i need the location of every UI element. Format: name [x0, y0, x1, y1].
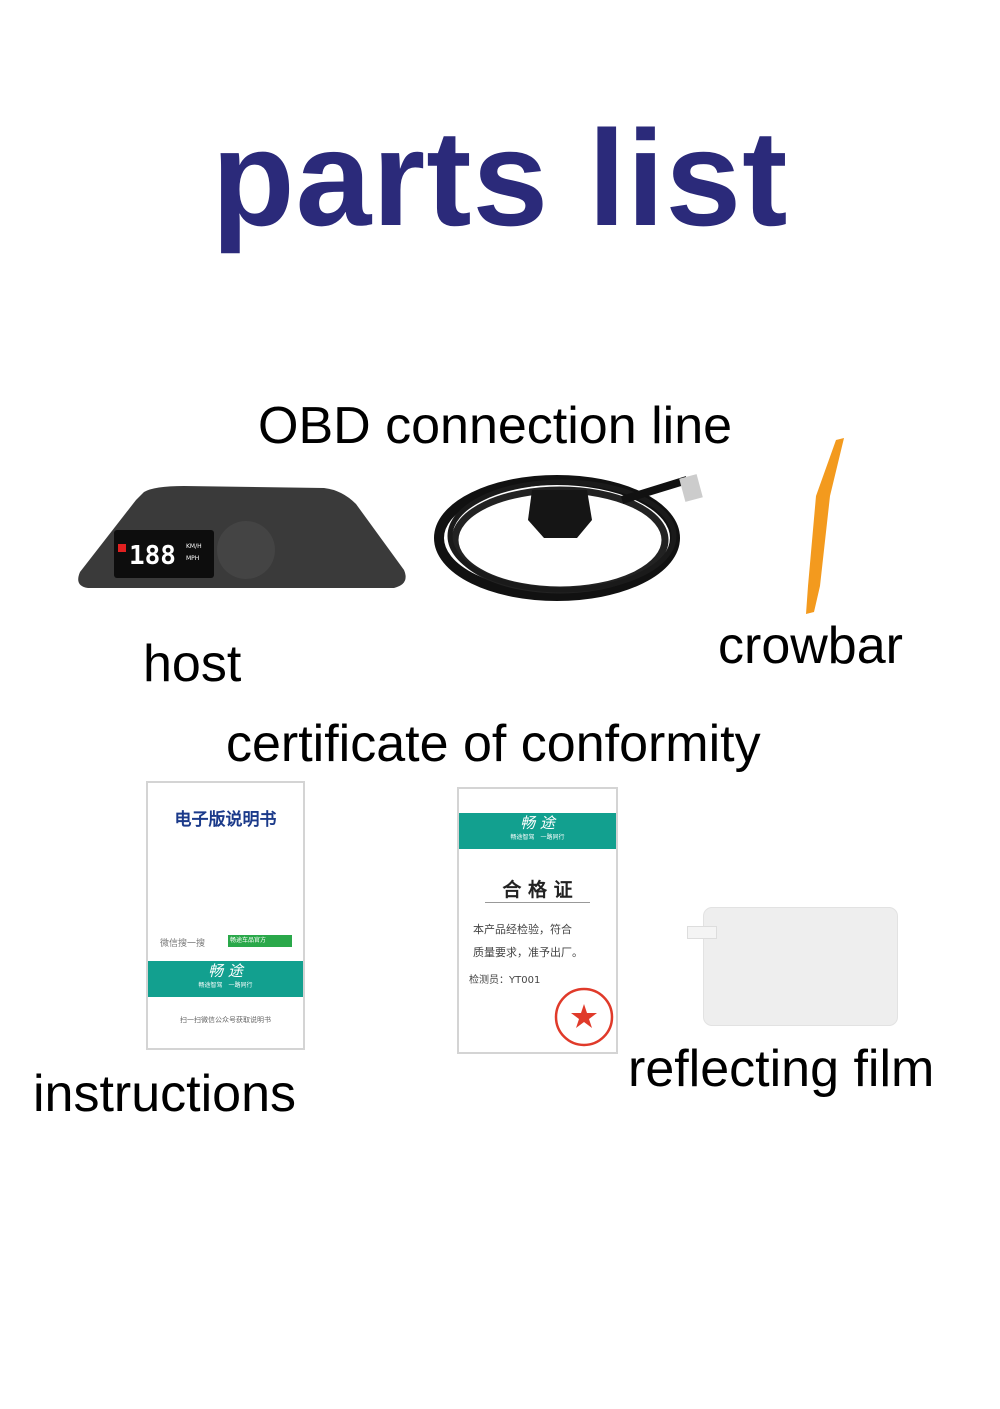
instructions-heading: 电子版说明书 [174, 810, 277, 830]
brand-slogan: 畅途智驾 一路同行 [198, 982, 253, 989]
reflecting-film-image [703, 907, 898, 1026]
crowbar-image [806, 438, 844, 614]
hud-unit-mph: MPH [186, 555, 199, 562]
brand-logo: 畅 途 [520, 814, 555, 832]
brand-logo: 畅 途 [208, 962, 243, 980]
wechat-search-text: 微信搜一搜 [160, 939, 206, 949]
hud-digits: 188 [129, 541, 176, 571]
hud-warning-icon [118, 544, 126, 552]
certificate-inspector: 检测员：YT001 [469, 975, 541, 986]
label-host: host [143, 635, 242, 693]
certificate-line1: 本产品经检验，符合 [473, 923, 572, 936]
instructions-footer: 扫一扫微信公众号获取说明书 [180, 1016, 271, 1024]
certificate-line2: 质量要求，准予出厂。 [473, 946, 583, 959]
certificate-card: 畅 途 畅途智驾 一路同行 合 格 证 本产品经检验，符合 质量要求，准予出厂。… [457, 787, 618, 1054]
brand-band: 畅 途 畅途智驾 一路同行 [459, 813, 616, 849]
brand-band: 畅 途 畅途智驾 一路同行 [148, 961, 303, 997]
stamp-seal [554, 987, 614, 1047]
label-reflecting-film: reflecting film [628, 1040, 935, 1098]
label-certificate: certificate of conformity [226, 715, 761, 773]
film-tab [687, 926, 717, 939]
hud-unit-kmh: KM/H [186, 543, 202, 550]
label-crowbar: crowbar [718, 617, 903, 675]
label-instructions: instructions [33, 1065, 296, 1123]
obd-cable-image [434, 474, 703, 601]
page-title: parts list [211, 102, 789, 254]
hud-display [114, 530, 214, 578]
label-obd: OBD connection line [258, 397, 733, 455]
instructions-card: 电子版说明书 微信搜一搜 畅途车品官方 畅 途 畅途智驾 一路同行 扫一扫微信公… [146, 781, 305, 1050]
wechat-search-box: 畅途车品官方 [228, 935, 292, 947]
brand-slogan: 畅途智驾 一路同行 [510, 834, 565, 841]
hud-host-image: 188 KM/H MPH [78, 486, 406, 588]
certificate-heading: 合 格 证 [502, 879, 573, 901]
